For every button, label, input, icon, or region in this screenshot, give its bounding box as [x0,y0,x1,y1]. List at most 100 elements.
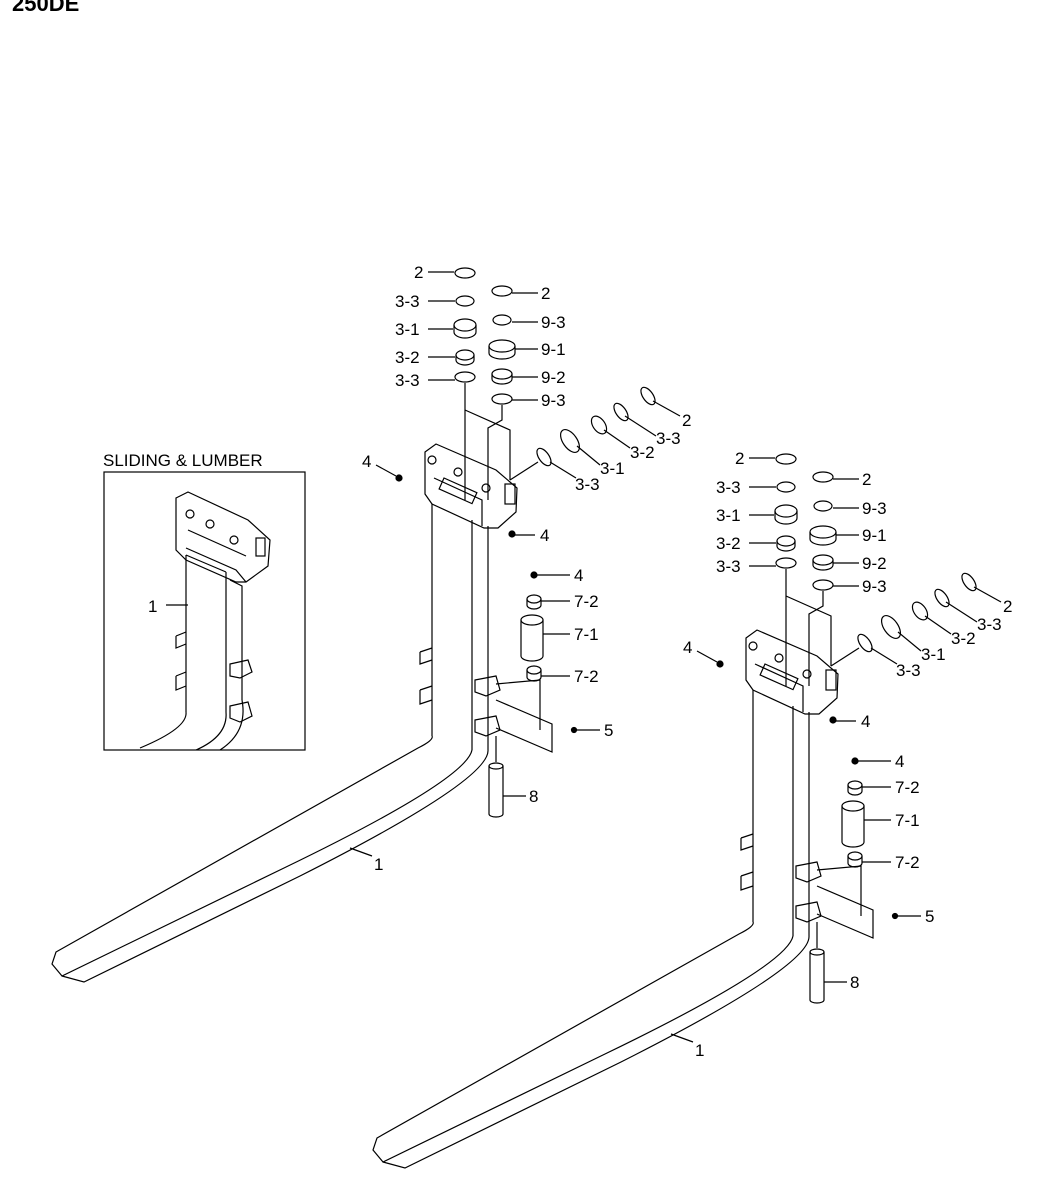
bolt-head-icon [774,653,784,663]
seal-ring-icon [454,267,476,279]
retainer-bracket [795,901,822,923]
label-4: 4 [574,566,583,585]
cap-icon [526,594,542,604]
bearing-icon [812,554,834,566]
label-9-2: 9-2 [541,368,566,387]
fork-blade [372,921,794,1163]
bolt-4-icon [851,757,859,765]
pin-8-icon [488,762,504,770]
seal-ring-icon [812,471,834,483]
label-7-2: 7-2 [895,853,920,872]
bolt-head-icon [748,641,758,651]
label-4: 4 [861,712,870,731]
bushing-icon [559,429,581,453]
bolt-4-icon [716,660,724,668]
bolt-5-icon [891,912,899,920]
label-3-1: 3-1 [716,506,741,525]
o-ring-icon [454,371,476,383]
bearing-icon [911,601,929,621]
inset-title: SLIDING & LUMBER [103,451,263,470]
label-3-2: 3-2 [395,348,420,367]
label-2: 2 [414,263,423,282]
o-ring-icon [536,447,552,467]
bearing-icon [491,368,513,380]
fork-hook-plate [745,629,839,715]
label-3-3: 3-3 [896,661,921,680]
o-ring-icon [775,557,797,569]
o-ring-icon [491,393,513,405]
bolt-4-icon [829,716,837,724]
o-ring-icon [857,633,873,653]
label-7-2: 7-2 [895,778,920,797]
label-9-3: 9-3 [541,313,566,332]
bolt-4-icon [530,571,538,579]
bolt-head-icon [802,669,812,679]
cap-icon [847,780,863,790]
fork-blade [51,735,473,977]
bolt-head-icon [481,483,491,493]
fork-hook-plate [424,443,518,529]
seal-ring-icon [961,572,977,592]
label-3-3: 3-3 [977,615,1002,634]
label-9-2: 9-2 [862,554,887,573]
bushing-icon [774,504,798,518]
label-8: 8 [529,787,538,806]
label-3-3: 3-3 [575,475,600,494]
label-4: 4 [362,452,371,471]
label-2: 2 [862,470,871,489]
label-8: 8 [850,973,859,992]
bushing-icon [453,318,477,332]
label-1: 1 [695,1041,704,1060]
o-ring-icon [813,500,833,512]
label-3-1: 3-1 [600,459,625,478]
retainer-bracket [795,861,822,883]
label-9-3: 9-3 [541,391,566,410]
label-2: 2 [682,411,691,430]
label-2: 2 [1003,597,1012,616]
o-ring-icon [492,314,512,326]
cap-icon [847,851,863,861]
label-3-3: 3-3 [656,429,681,448]
cap-icon [526,665,542,675]
bushing-icon [880,615,902,639]
retainer-bracket [474,675,501,697]
bearing-icon [776,535,796,547]
label-4: 4 [895,752,904,771]
label-7-2: 7-2 [574,592,599,611]
o-ring-icon [934,588,950,608]
bolt-4-icon [395,474,403,482]
fork-shank [752,690,810,936]
bolt-4-icon [508,530,516,538]
label-1: 1 [374,855,383,874]
o-ring-icon [613,402,629,422]
bushing-icon [488,339,516,353]
retainer-bracket [474,715,501,737]
left-fork-assembly: 2 3-3 3-1 3-2 3-3 2 9-3 9-1 9-2 9-3 2 3-… [51,263,691,983]
right-fork-assembly: 2 3-3 3-1 3-2 3-3 2 9-3 9-1 9-2 9-3 2 3-… [372,449,1012,1169]
bolt-head-icon [453,467,463,477]
model-title: 250DE [12,0,80,16]
bolt-5-icon [570,726,578,734]
label-7-1: 7-1 [574,625,599,644]
o-ring-icon [776,481,796,493]
o-ring-icon [455,295,475,307]
label-3-1: 3-1 [395,320,420,339]
label-4: 4 [683,638,692,657]
inset-sliding-lumber: SLIDING & LUMBER 1 [103,451,306,751]
o-ring-icon [812,579,834,591]
pin-icon [504,483,516,505]
fork-shank [431,504,489,750]
bolt-head-icon [427,455,437,465]
bearing-icon [455,349,475,361]
pin-8-icon [809,948,825,956]
sleeve-icon [841,800,865,812]
inset-frame [103,471,306,751]
inset-shank [185,554,227,712]
seal-ring-icon [775,453,797,465]
label-2: 2 [735,449,744,468]
label-3-2: 3-2 [951,629,976,648]
label-5: 5 [925,907,934,926]
label-7-1: 7-1 [895,811,920,830]
seal-ring-icon [640,386,656,406]
